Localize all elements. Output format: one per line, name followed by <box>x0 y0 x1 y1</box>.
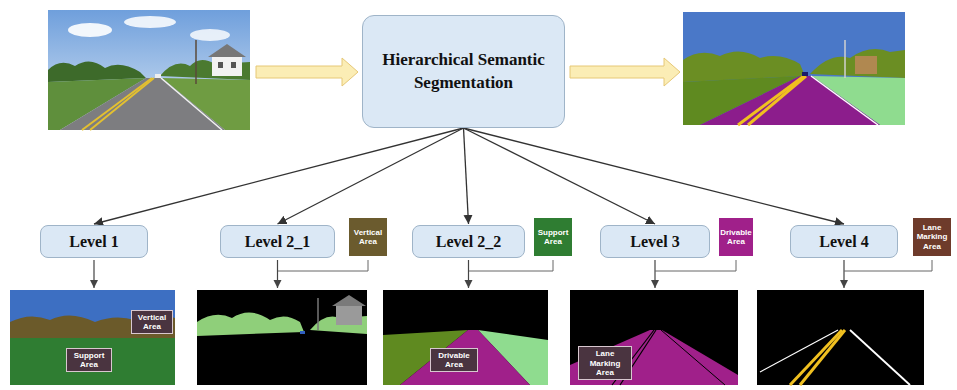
level3-image-part <box>570 290 738 385</box>
node-text: Lane Marking Area <box>915 223 949 251</box>
connector-arrow <box>94 128 464 224</box>
segmentation-output-part <box>855 56 877 74</box>
connector-arrow <box>464 128 469 224</box>
segmentation-output-part <box>700 76 880 125</box>
tag-leader-part <box>655 260 736 271</box>
road-photo-part <box>190 29 230 41</box>
road-photo-part <box>68 23 112 37</box>
level2-1-image-part <box>332 295 366 306</box>
connector-arrow <box>464 128 656 224</box>
segmentation-output-part <box>811 76 878 125</box>
road-photo-part <box>212 56 242 76</box>
node-text: Lane Marking Area <box>582 349 628 377</box>
node-text: Support Area <box>536 228 570 246</box>
level4-image <box>757 290 924 385</box>
tag-leader-part <box>844 260 932 271</box>
node-text: Level 2_2 <box>436 233 501 251</box>
node-text: Support Area <box>70 351 108 369</box>
road-photo-part <box>155 74 161 78</box>
level4-image-part <box>850 330 910 385</box>
level-image-arrow-part <box>277 260 278 288</box>
level3-image <box>570 290 738 385</box>
road-photo <box>48 10 250 130</box>
road-photo-part <box>161 78 222 130</box>
level2-1-image <box>197 290 367 385</box>
image-label: Drivable Area <box>430 348 478 372</box>
image-label: Support Area <box>66 348 112 372</box>
level-image-arrow <box>94 260 844 288</box>
class-tag: Drivable Area <box>718 217 754 257</box>
road-photo-part <box>90 78 154 130</box>
image-label: Vertical Area <box>131 310 173 334</box>
tag-leader-part <box>469 260 553 271</box>
level2-2-image-part <box>400 330 530 385</box>
class-tag: Lane Marking Area <box>912 217 952 257</box>
segmentation-output-part <box>683 12 905 125</box>
node-text: Level 2_1 <box>245 233 310 251</box>
road-photo-part <box>208 44 246 57</box>
node-text: Drivable Area <box>720 228 752 246</box>
segmentation-output-part <box>738 76 804 125</box>
level1-image-part <box>10 290 175 385</box>
connector-arrow <box>278 128 464 224</box>
level-image-arrow-part <box>93 260 94 288</box>
node-text: Hierarchical Semantic Segmentation <box>375 49 552 95</box>
level2-1-image-part <box>300 331 305 334</box>
level-box: Level 4 <box>790 225 898 258</box>
class-tag: Vertical Area <box>348 217 388 257</box>
road-photo-part <box>218 62 223 68</box>
road-photo-part <box>82 78 152 130</box>
flow-arrow-part <box>256 58 358 86</box>
level-box: Level 2_1 <box>220 225 335 258</box>
node-text: Vertical Area <box>135 313 169 331</box>
flow-arrow-part <box>570 58 680 86</box>
node-text: Level 3 <box>630 233 679 251</box>
level-box: Level 1 <box>40 225 148 258</box>
level2-1-image-part <box>197 290 367 385</box>
level2-1-image-part <box>336 305 362 325</box>
road-photo-part <box>231 62 236 68</box>
level2-2-image-part <box>383 290 548 385</box>
node-text: Drivable Area <box>434 351 474 369</box>
node-text: Level 1 <box>69 233 118 251</box>
road-photo-part <box>48 10 250 130</box>
level2-1-image-part <box>317 298 319 330</box>
level-box: Level 2_2 <box>412 225 525 258</box>
tag-leader <box>278 260 932 271</box>
image-label: Lane Marking Area <box>578 346 632 380</box>
level3-image-part <box>570 330 738 385</box>
level1-image-part <box>10 338 175 385</box>
class-tag: Support Area <box>533 217 573 257</box>
road-photo-part <box>124 16 176 28</box>
level4-image-part <box>757 290 924 385</box>
level4-image-part <box>760 330 838 372</box>
segmentation-output-part <box>802 72 808 76</box>
level3-image-part <box>661 330 725 385</box>
level2-1-image-part <box>197 312 304 336</box>
connector-arrow <box>464 128 845 224</box>
level-box: Level 3 <box>600 225 710 258</box>
segmentation-output-part <box>844 40 846 78</box>
node-text: Level 4 <box>819 233 868 251</box>
level-image-arrow-part <box>843 260 844 288</box>
segmentation-output-part <box>810 49 905 78</box>
level1-image <box>10 290 175 385</box>
node-text: Vertical Area <box>351 228 385 246</box>
level-image-arrow-part <box>654 260 655 288</box>
tag-leader-part <box>278 260 368 271</box>
process-box: Hierarchical Semantic Segmentation <box>362 15 565 128</box>
level-image-arrow-part <box>468 260 469 288</box>
road-photo-part <box>60 78 225 130</box>
road-photo-part <box>195 40 197 84</box>
level4-image-part <box>790 330 842 385</box>
segmentation-output <box>683 12 905 125</box>
segmentation-output-part <box>748 76 806 125</box>
level2-2-image <box>383 290 548 385</box>
